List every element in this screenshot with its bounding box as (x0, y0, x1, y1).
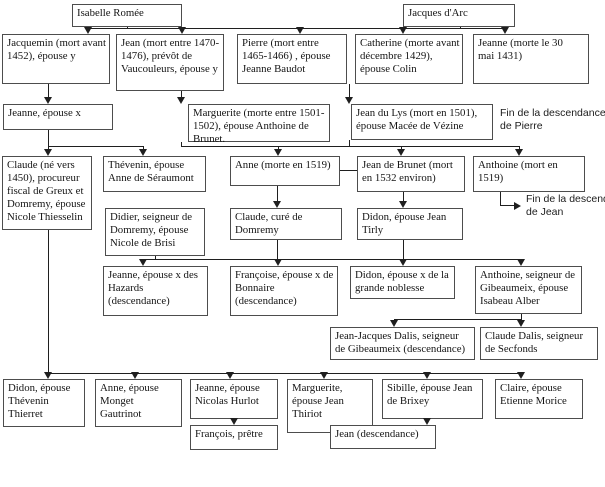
connector-line (500, 192, 501, 206)
arrowhead-down-icon (501, 27, 509, 34)
arrowhead-down-icon (345, 97, 353, 104)
arrowhead-down-icon (44, 372, 52, 379)
arrowhead-down-icon (274, 149, 282, 156)
arrowhead-down-icon (517, 259, 525, 266)
connector-line (500, 205, 515, 206)
arrowhead-down-icon (296, 27, 304, 34)
node-jean-descendance: Jean (descendance) (330, 425, 436, 449)
connector-line (48, 84, 49, 98)
node-jeanne-1431: Jeanne (morte le 30 mai 1431) (473, 34, 589, 84)
node-thevenin: Thévenin, épouse Anne de Séraumont (103, 156, 206, 192)
arrowhead-down-icon (84, 27, 92, 34)
connector-line (394, 319, 522, 320)
connector-line (277, 186, 278, 202)
connector-line (277, 240, 278, 259)
arrowhead-down-icon (230, 418, 238, 425)
node-jean-jacques-dalis: Jean-Jacques Dalis, seigneur de Gibeaume… (330, 327, 475, 360)
arrowhead-down-icon (399, 27, 407, 34)
arrowhead-down-icon (177, 97, 185, 104)
connector-line (278, 146, 279, 150)
arrowhead-down-icon (139, 259, 147, 266)
connector-line (403, 240, 404, 259)
connector-line (521, 314, 522, 319)
arrowhead-down-icon (399, 259, 407, 266)
node-anthoine-1519: Anthoine (mort en 1519) (473, 156, 585, 192)
connector-line (519, 146, 520, 150)
node-claude-cure: Claude, curé de Domremy (230, 208, 342, 240)
arrowhead-down-icon (517, 372, 525, 379)
node-jean-du-lys: Jean du Lys (mort en 1501), épouse Macée… (351, 104, 493, 140)
node-jacquemin: Jacquemin (mort avant 1452), épouse y (2, 34, 110, 84)
node-jacques-darc: Jacques d'Arc (403, 4, 515, 27)
connector-line (181, 142, 182, 146)
arrowhead-down-icon (515, 149, 523, 156)
node-jean-de-brunet: Jean de Brunet (mort en 1532 environ) (357, 156, 465, 192)
node-jeanne-hazards: Jeanne, épouse x des Hazards (descendanc… (103, 266, 208, 316)
connector-line (48, 146, 144, 147)
connector-line (349, 140, 350, 146)
connector-line (401, 146, 402, 150)
arrowhead-down-icon (423, 418, 431, 425)
arrowhead-down-icon (131, 372, 139, 379)
arrowhead-down-icon (178, 27, 186, 34)
connector-line (143, 146, 144, 150)
node-francoise-bonnaire: Françoise, épouse x de Bonnaire (descend… (230, 266, 338, 316)
annotation-fin-descendance-jean: Fin de la descendan de Jean (526, 193, 605, 218)
connector-line (48, 373, 522, 374)
node-catherine: Catherine (morte avant décembre 1429), é… (355, 34, 463, 84)
arrowhead-right-icon (514, 202, 521, 210)
node-didon-tirly: Didon, épouse Jean Tirly (357, 208, 463, 240)
connector-line (155, 256, 156, 259)
node-sibille-brixey: Sibille, épouse Jean de Brixey (382, 379, 483, 419)
node-pierre: Pierre (mort entre 1465-1466) , épouse J… (237, 34, 347, 84)
node-didon-thierret: Didon, épouse Thévenin Thierret (3, 379, 85, 427)
node-marguerite-brunet: Marguerite (morte entre 1501- 1502), épo… (188, 104, 330, 145)
connector-line (460, 27, 461, 29)
arrowhead-down-icon (44, 97, 52, 104)
node-claire-morice: Claire, épouse Etienne Morice (495, 379, 583, 419)
annotation-fin-descendance-pierre: Fin de la descendance de Pierre (500, 107, 605, 132)
arrowhead-down-icon (139, 149, 147, 156)
node-isabelle-romee: Isabelle Romée (72, 4, 182, 27)
connector-line (127, 27, 128, 29)
node-didier: Didier, seigneur de Domremy, épouse Nico… (105, 208, 205, 256)
connector-line (340, 170, 357, 171)
node-claude-dalis: Claude Dalis, seigneur de Secfonds (480, 327, 598, 360)
arrowhead-down-icon (44, 149, 52, 156)
node-didon-noblesse: Didon, épouse x de la grande noblesse (350, 266, 455, 299)
connector-line (143, 259, 522, 260)
node-francois-pretre: François, prêtre (190, 425, 278, 450)
connector-line (181, 91, 182, 98)
node-claude-procureur: Claude (né vers 1450), procureur fiscal … (2, 156, 92, 230)
node-jean-prevot: Jean (mort entre 1470- 1476), prévôt de … (116, 34, 224, 91)
connector-line (48, 230, 49, 373)
arrowhead-down-icon (226, 372, 234, 379)
arrowhead-down-icon (517, 320, 525, 327)
arrowhead-down-icon (274, 259, 282, 266)
connector-line (181, 146, 520, 147)
connector-line (48, 146, 49, 150)
node-anne-1519: Anne (morte en 1519) (230, 156, 340, 186)
arrowhead-down-icon (399, 201, 407, 208)
arrowhead-down-icon (320, 372, 328, 379)
node-anthoine-gibeaumeix: Anthoine, seigneur de Gibeaumeix, épouse… (475, 266, 582, 314)
arrowhead-down-icon (273, 201, 281, 208)
node-anne-gautrinot: Anne, épouse Monget Gautrinot (95, 379, 182, 427)
connector-line (48, 130, 49, 146)
arrowhead-down-icon (390, 320, 398, 327)
connector-line (349, 84, 350, 98)
node-jeanne-hurlot: Jeanne, épouse Nicolas Hurlot (190, 379, 278, 419)
connector-line (403, 192, 404, 202)
node-marguerite-thiriot: Marguerite, épouse Jean Thiriot (287, 379, 373, 433)
node-jeanne-epouse-x: Jeanne, épouse x (3, 104, 113, 130)
arrowhead-down-icon (423, 372, 431, 379)
arrowhead-down-icon (397, 149, 405, 156)
